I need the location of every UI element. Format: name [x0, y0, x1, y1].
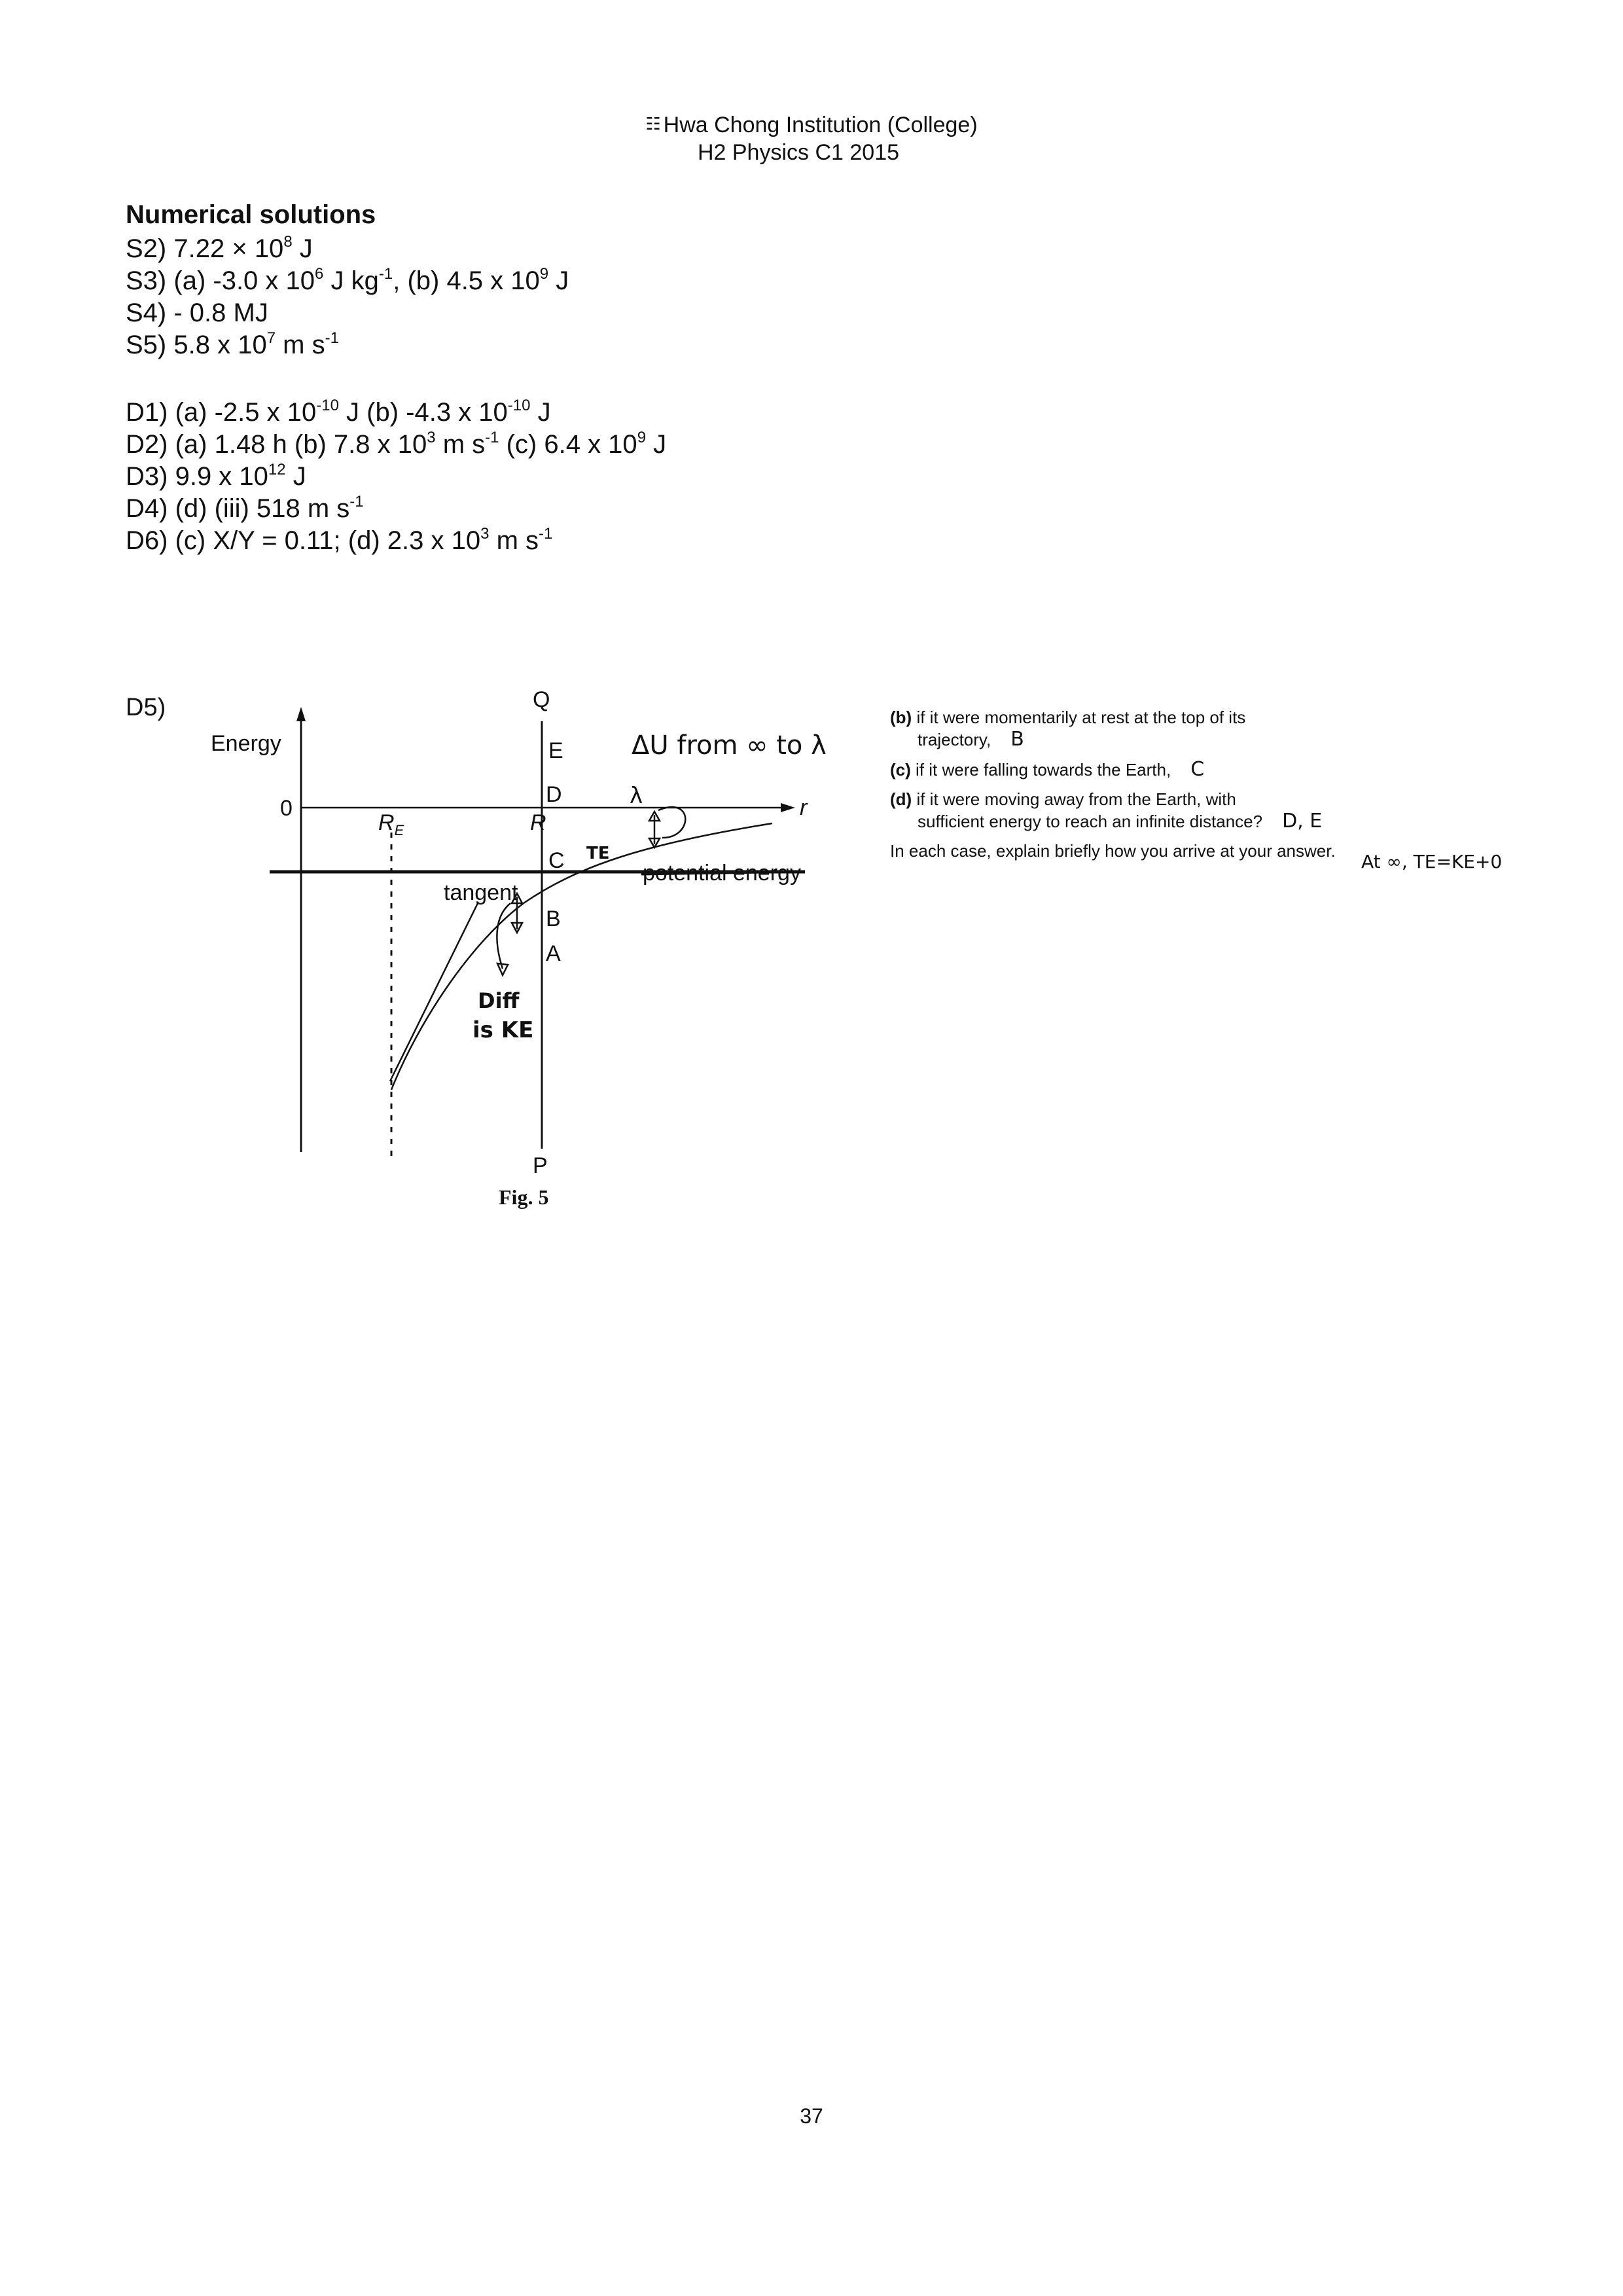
institution-logo-icon: ☷: [645, 114, 661, 134]
r-position-label: R: [530, 810, 546, 835]
d5-label: D5): [126, 694, 166, 721]
r-axis-label: r: [800, 795, 808, 820]
handwritten-lambda: λ: [630, 783, 643, 809]
solution-s3: S3) (a) -3.0 x 106 J kg-1, (b) 4.5 x 109…: [126, 265, 569, 296]
question-b: (b) if it were momentarily at rest at th…: [890, 708, 1246, 751]
delta-u-arrow-icon: [647, 806, 687, 850]
potential-energy-curve: [390, 822, 773, 1090]
figure-caption: Fig. 5: [499, 1185, 548, 1209]
point-b-label: B: [546, 906, 561, 931]
handwritten-answer-b: B: [1010, 728, 1024, 751]
point-a-label: A: [546, 941, 561, 966]
ke-difference-arrow-icon: [495, 891, 524, 977]
solutions-s-list: S2) 7.22 × 108 J S3) (a) -3.0 x 106 J kg…: [126, 233, 569, 361]
point-e-label: E: [548, 738, 563, 763]
tangent-line: [389, 903, 479, 1082]
solution-s4: S4) - 0.8 MJ: [126, 298, 268, 327]
course-name: H2 Physics C1 2015: [697, 140, 900, 165]
handwritten-answer-c: C: [1190, 758, 1205, 781]
d5-questions: (b) if it were momentarily at rest at th…: [890, 707, 1348, 870]
handwritten-delta-u: ΔU from ∞ to λ: [632, 730, 827, 761]
point-p-label: P: [533, 1153, 548, 1178]
r-axis-arrow-icon: [781, 803, 795, 812]
solution-d4: D4) (d) (iii) 518 m s-1: [126, 493, 364, 524]
point-q-label: Q: [533, 687, 550, 712]
handwritten-diff: Diff: [478, 988, 520, 1013]
handwritten-margin-note: At ∞, TE=KE+0: [1361, 851, 1503, 872]
solution-d3: D3) 9.9 x 1012 J: [126, 461, 306, 492]
solution-d1: D1) (a) -2.5 x 10-10 J (b) -4.3 x 10-10 …: [126, 397, 551, 427]
handwritten-answer-d: D, E: [1282, 810, 1323, 833]
figure-5-energy-diagram: Energy 0 r RE R Q E D C B A P potential …: [211, 687, 827, 1209]
question-d: (d) if it were moving away from the Eart…: [890, 789, 1323, 833]
solution-s2: S2) 7.22 × 108 J: [126, 233, 313, 264]
energy-axis-arrow-icon: [296, 707, 306, 721]
institution-line: ☷Hwa Chong Institution (College): [0, 110, 1623, 139]
origin-label: 0: [280, 796, 293, 821]
solution-d6: D6) (c) X/Y = 0.11; (d) 2.3 x 103 m s-1: [126, 525, 553, 556]
energy-axis-label: Energy: [211, 731, 281, 756]
page-number: 37: [800, 2104, 823, 2128]
point-c-label: C: [548, 848, 565, 873]
solutions-title: Numerical solutions: [126, 200, 376, 229]
point-d-label: D: [546, 782, 562, 807]
page-header: ☷Hwa Chong Institution (College) H2 Phys…: [0, 110, 1623, 166]
tangent-label: tangent: [444, 880, 518, 905]
handwritten-is-ke: is KE: [473, 1017, 533, 1043]
solution-d2: D2) (a) 1.48 h (b) 7.8 x 103 m s-1 (c) 6…: [126, 429, 667, 459]
potential-energy-strikethrough: [641, 871, 766, 876]
handwritten-te: TE: [586, 844, 610, 863]
solution-s5: S5) 5.8 x 107 m s-1: [126, 329, 339, 360]
instruction-text: In each case, explain briefly how you ar…: [890, 841, 1336, 861]
institution-name: Hwa Chong Institution (College): [663, 113, 978, 137]
earth-radius-label: RE: [378, 810, 404, 838]
question-c: (c) if it were falling towards the Earth…: [890, 758, 1205, 781]
solutions-d-list: D1) (a) -2.5 x 10-10 J (b) -4.3 x 10-10 …: [126, 397, 666, 557]
